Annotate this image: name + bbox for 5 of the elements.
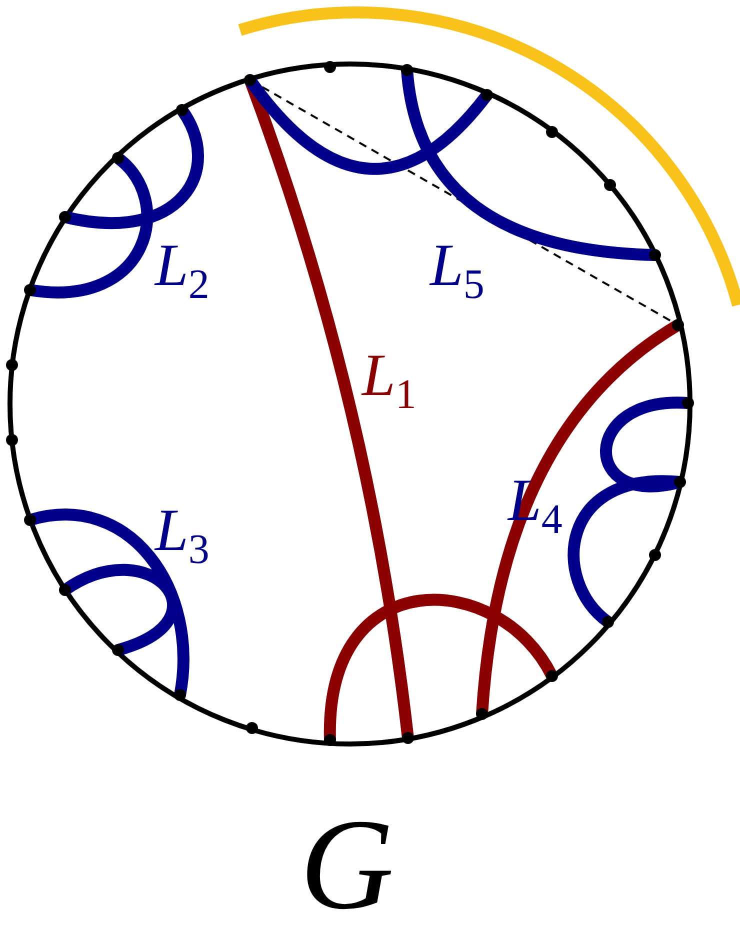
chord-label: L$_{3}$ <box>155 500 210 571</box>
chord-label: L$_{2}$ <box>155 235 210 306</box>
chord-label: L$_{1}$ <box>362 345 416 416</box>
chord-label: L$_{5}$ <box>430 235 484 306</box>
graph-name: G <box>300 800 394 930</box>
